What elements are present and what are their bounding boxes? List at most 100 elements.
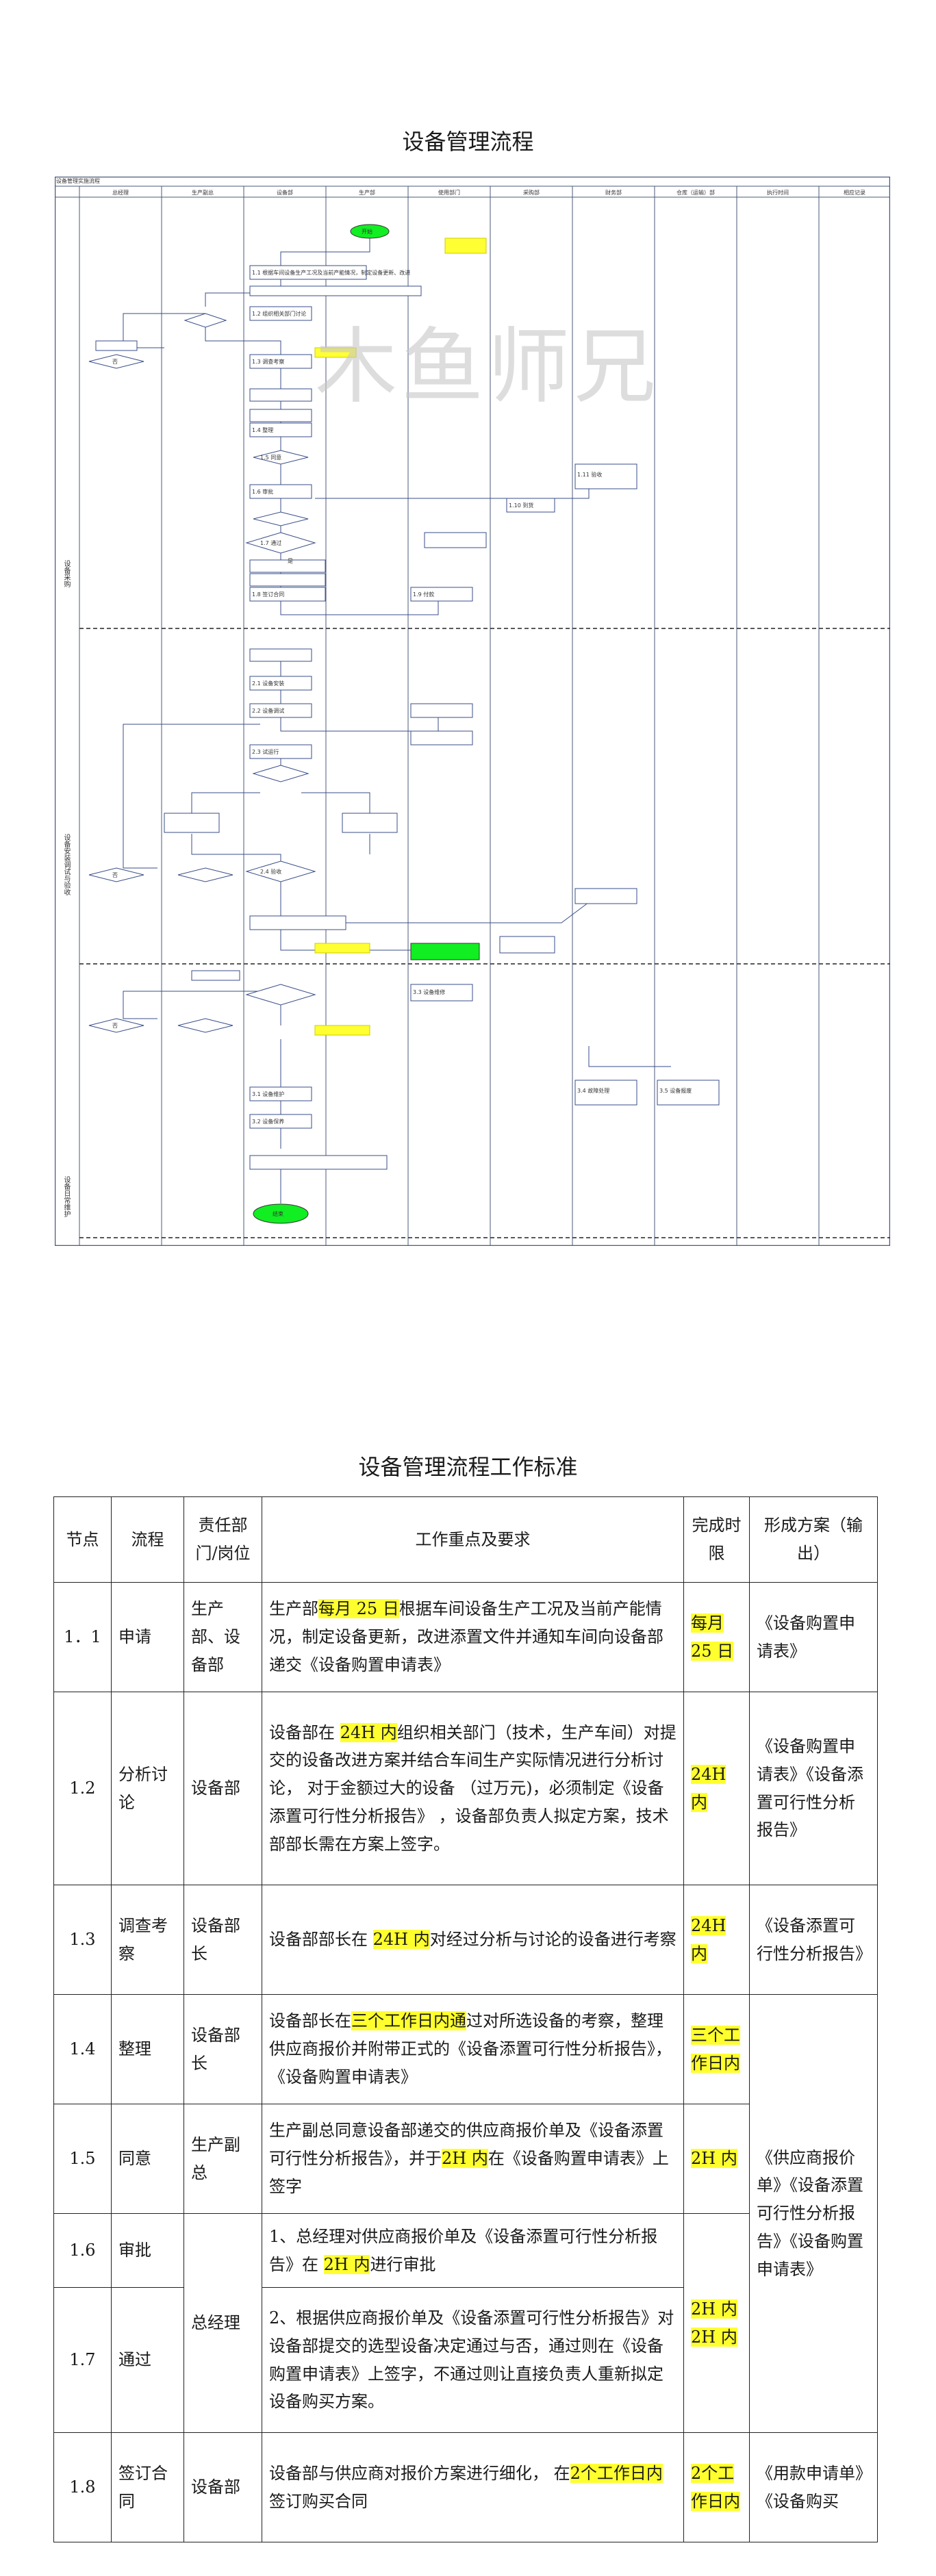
branch-label: 否: [112, 1023, 118, 1029]
req-text: 生产副总同意设备部递交的供应商报价单及《设备添置可行性分析报告》，并于: [269, 2121, 663, 2169]
node-cell: 1.7: [53, 2287, 112, 2433]
flow-node: 2.1 设备安装: [252, 680, 285, 687]
flow-node: 2.3 试运行: [252, 749, 279, 755]
dept-cell: 总经理: [184, 2213, 262, 2433]
flow-cell: 调查考察: [111, 1885, 184, 1995]
col-header: 形成方案（输出）: [749, 1496, 878, 1583]
output-cell: 《设备添置可行性分析报告》: [749, 1885, 878, 1995]
table-row: 1.6 审批 总经理 1、总经理对供应商报价单及《设备添置可行性分析报告》在 2…: [53, 2213, 878, 2433]
limit-cell: 三个工作日内: [683, 1994, 750, 2104]
table-row: 1.4 整理 设备部长 设备部长在三个工作日内通过对所选设备的考察，整理供应商报…: [53, 1994, 878, 2433]
req-text: 对经过分析与讨论的设备进行考察: [429, 1930, 676, 1950]
limit-cell: 24H 内: [683, 1885, 750, 1995]
req-text: 签订购买合同: [269, 2491, 368, 2511]
work-standard-table: 节点 流程 责任部门/岗位 工作重点及要求 完成时限 形成方案（输出） 1．1 …: [53, 1496, 878, 2542]
branch-label: 否: [112, 359, 118, 365]
req-text: 设备部长在: [269, 2011, 351, 2031]
node-cell: 1.6: [53, 2213, 112, 2288]
flow-node: 1.11 验收: [577, 472, 603, 478]
lane-header: 使用部门: [438, 190, 460, 196]
req-text: 进行审批: [370, 2254, 436, 2274]
requirement-cell: 设备部在 24H 内组织相关部门（技术，生产车间）对提交的设备改进方案并结合车间…: [262, 1692, 684, 1885]
flow-node: 1.7 通过: [260, 540, 282, 546]
limit-highlight: 每月 25 日: [691, 1613, 734, 1661]
limit-highlight: 2个工作日内: [691, 2463, 740, 2511]
phase-label: 设备安装调试与验收: [62, 834, 70, 895]
output-cell: 《设备购置申请表》: [749, 1582, 878, 1692]
lane-header: 采购部: [523, 190, 540, 196]
flow-cell: 通过: [111, 2287, 184, 2433]
start-node: 开始: [362, 229, 372, 235]
limit-cell: 24H 内: [683, 1692, 750, 1885]
requirement-cell: 设备部部长在 24H 内对经过分析与讨论的设备进行考察: [262, 1885, 684, 1995]
req-highlight: 2个工作日内: [570, 2463, 663, 2483]
limit-highlight: 2H 内 2H 内: [691, 2299, 737, 2347]
flow-node: 1.8 签订合同: [252, 591, 285, 598]
flow-node: 1.2 组织相关部门讨论: [252, 311, 307, 317]
output-cell: 《供应商报价单》《设备添置可行性分析报告》《设备购置申请表》: [749, 1994, 878, 2433]
flow-cell: 签订合同: [111, 2432, 184, 2542]
flow-node: 3.3 设备维修: [413, 989, 446, 995]
col-header: 责任部门/岗位: [184, 1496, 262, 1583]
requirement-cell: 1、总经理对供应商报价单及《设备添置可行性分析报告》在 2H 内进行审批: [262, 2213, 684, 2288]
output-cell: 《用款申请单》《设备购买: [749, 2432, 878, 2542]
branch-label: 是: [288, 558, 293, 564]
lane-header: 财务部: [605, 190, 622, 196]
output-cell: 《设备购置申请表》《设备添置可行性分析报告》: [749, 1692, 878, 1885]
flow-node: 1.9 付款: [413, 591, 435, 598]
req-highlight: 三个工作日内通: [351, 2011, 466, 2031]
flow-node: 2.2 设备调试: [252, 708, 285, 714]
limit-highlight: 24H 内: [691, 1915, 726, 1963]
table-header-row: 节点 流程 责任部门/岗位 工作重点及要求 完成时限 形成方案（输出）: [53, 1496, 878, 1583]
lane-header: 仓库（运输）部: [676, 190, 715, 196]
branch-label: 否: [112, 872, 118, 878]
flow-node: 1.4 整理: [252, 427, 274, 433]
flow-cell: 整理: [111, 1994, 184, 2104]
dept-cell: 设备部长: [184, 1885, 262, 1995]
table-title: 设备管理流程工作标准: [358, 1454, 578, 1480]
req-text: 1、总经理对供应商报价单及《设备添置可行性分析报告》在: [269, 2226, 658, 2274]
flow-title: 设备管理流程: [402, 129, 534, 155]
req-text: 设备部部长在: [269, 1930, 373, 1950]
flow-node: 3.4 故障处理: [577, 1088, 610, 1094]
table-row: 1.3 调查考察 设备部长 设备部部长在 24H 内对经过分析与讨论的设备进行考…: [53, 1885, 878, 1995]
flow-node: 1.5 同意: [260, 455, 282, 461]
req-text: 设备部在: [269, 1722, 340, 1742]
req-text: 在《设备购置申请表》上签字: [269, 2149, 669, 2196]
limit-cell: 2H 内 2H 内: [683, 2213, 750, 2433]
lane-header: 生产副总: [192, 190, 214, 196]
lane-header: 执行时间: [767, 190, 789, 196]
dept-cell: 生产副总: [184, 2104, 262, 2214]
flowchart: 设备管理实施流程 总经理 生产副总 设备部 生产部 使用部门 采购部 财务部 仓…: [55, 177, 890, 1246]
flow-cell: 分析讨论: [111, 1692, 184, 1885]
phase-label: 设备日常维护: [62, 1176, 70, 1217]
limit-cell: 2个工作日内: [683, 2432, 750, 2542]
requirement-cell: 设备部与供应商对报价方案进行细化， 在2个工作日内签订购买合同: [262, 2432, 684, 2542]
lane-header: 相应记录: [844, 190, 865, 196]
node-cell: 1．1: [53, 1582, 112, 1692]
dept-cell: 生产部、设备部: [184, 1582, 262, 1692]
req-highlight: 24H 内: [340, 1722, 397, 1742]
limit-highlight: 24H 内: [691, 1764, 726, 1812]
flow-cell: 审批: [111, 2213, 184, 2288]
flow-node: 2.4 验收: [260, 869, 282, 875]
dept-cell: 设备部: [184, 1692, 262, 1885]
req-text: 过对所选设备的考察，整理供应商报价并附带正式的《设备添置可行性分析报告》，《设备…: [269, 2011, 672, 2087]
limit-cell: 每月 25 日: [683, 1582, 750, 1692]
flow-cell: 申请: [111, 1582, 184, 1692]
flow-cell: 同意: [111, 2104, 184, 2214]
dept-cell: 设备部长: [184, 1994, 262, 2104]
req-text: 设备部与供应商对报价方案进行细化， 在: [269, 2463, 570, 2483]
col-header: 节点: [53, 1496, 112, 1583]
lane-header: 设备部: [277, 190, 293, 196]
limit-highlight: 三个工作日内: [691, 2025, 740, 2073]
end-node: 结束: [273, 1211, 283, 1217]
flowchart-lines: [55, 177, 890, 1246]
table-row: 1.2 分析讨论 设备部 设备部在 24H 内组织相关部门（技术，生产车间）对提…: [53, 1692, 878, 1885]
req-text: 根据车间设备生产工况及当前产能情况，制定设备更新，改进添置文件并通知车间向设备部…: [269, 1599, 663, 1674]
flow-node: 3.5 设备报废: [659, 1088, 692, 1094]
requirement-cell: 生产部每月 25 日根据车间设备生产工况及当前产能情况，制定设备更新，改进添置文…: [262, 1582, 684, 1692]
table-row: 1．1 申请 生产部、设备部 生产部每月 25 日根据车间设备生产工况及当前产能…: [53, 1582, 878, 1692]
watermark: 木鱼师兄: [315, 320, 660, 415]
requirement-cell: 2、根据供应商报价单及《设备添置可行性分析报告》对设备部提交的选型设备决定通过与…: [262, 2287, 684, 2433]
